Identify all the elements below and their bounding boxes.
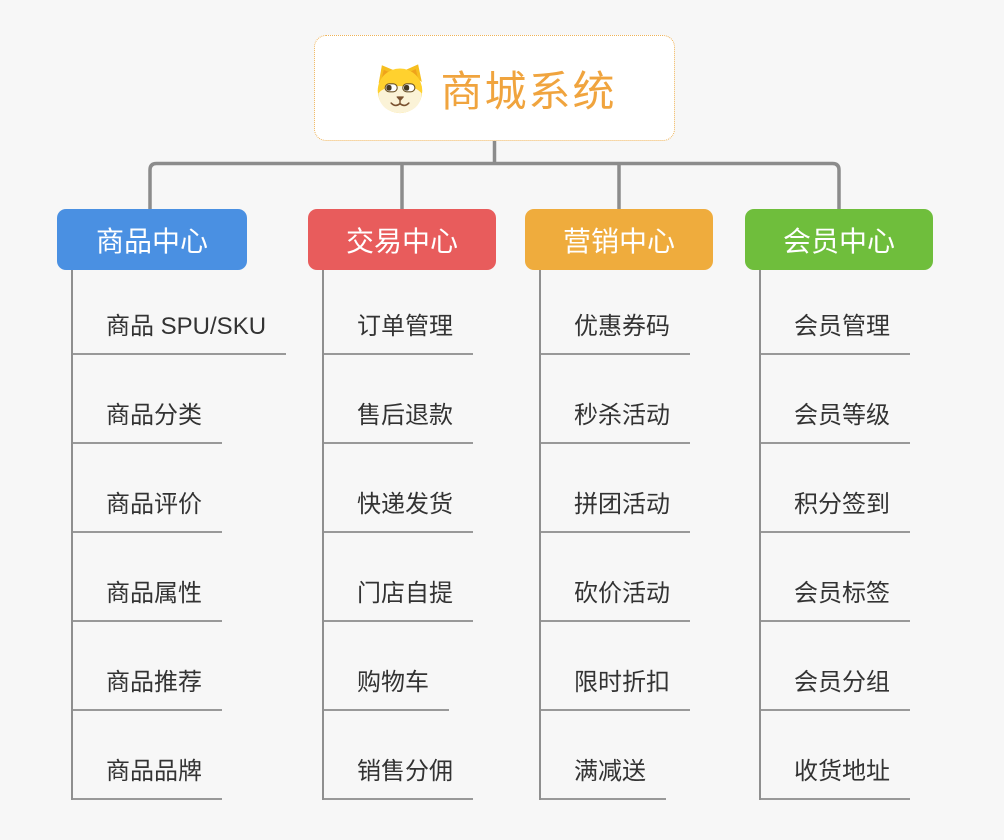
leaf-node[interactable]: 优惠券码 xyxy=(541,309,690,355)
leaf-node[interactable]: 商品 SPU/SKU xyxy=(73,309,287,355)
leaf-node[interactable]: 快递发货 xyxy=(324,487,473,533)
leaf-node[interactable]: 商品分类 xyxy=(73,398,222,444)
bus-line xyxy=(148,161,841,209)
dog-face-icon xyxy=(378,64,423,114)
leaf-node[interactable]: 商品属性 xyxy=(73,576,222,622)
leaf-node[interactable]: 秒杀活动 xyxy=(541,398,690,444)
leaf-node[interactable]: 商品评价 xyxy=(73,487,222,533)
leaf-node[interactable]: 订单管理 xyxy=(324,309,473,355)
leaf-node[interactable]: 商品推荐 xyxy=(73,665,222,711)
root-node[interactable]: 商城系统 xyxy=(314,35,675,141)
branch-product-children: 商品 SPU/SKU 商品分类 商品评价 商品属性 商品推荐 商品品牌 xyxy=(71,270,313,800)
branch-member-center[interactable]: 会员中心 xyxy=(745,209,933,270)
leaf-node[interactable]: 会员等级 xyxy=(761,398,910,444)
leaf-node[interactable]: 销售分佣 xyxy=(324,754,473,800)
branch-member-children: 会员管理 会员等级 积分签到 会员标签 会员分组 收货地址 xyxy=(759,270,1001,800)
leaf-node[interactable]: 售后退款 xyxy=(324,398,473,444)
leaf-node[interactable]: 门店自提 xyxy=(324,576,473,622)
leaf-node[interactable]: 积分签到 xyxy=(761,487,910,533)
leaf-node[interactable]: 购物车 xyxy=(324,665,449,711)
leaf-node[interactable]: 商品品牌 xyxy=(73,754,222,800)
branch-trade-center[interactable]: 交易中心 xyxy=(308,209,496,270)
branch-trade-children: 订单管理 售后退款 快递发货 门店自提 购物车 销售分佣 xyxy=(322,270,564,800)
leaf-node[interactable]: 砍价活动 xyxy=(541,576,690,622)
branch-product-center[interactable]: 商品中心 xyxy=(57,209,247,270)
leaf-node[interactable]: 收货地址 xyxy=(761,754,910,800)
leaf-node[interactable]: 拼团活动 xyxy=(541,487,690,533)
root-title: 商城系统 xyxy=(440,67,617,115)
leaf-node[interactable]: 限时折扣 xyxy=(541,665,690,711)
leaf-node[interactable]: 会员标签 xyxy=(761,576,910,622)
leaf-node[interactable]: 会员管理 xyxy=(761,309,910,355)
leaf-node[interactable]: 会员分组 xyxy=(761,665,910,711)
branch-marketing-center[interactable]: 营销中心 xyxy=(525,209,713,270)
branch-marketing-children: 优惠券码 秒杀活动 拼团活动 砍价活动 限时折扣 满减送 xyxy=(539,270,781,800)
leaf-node[interactable]: 满减送 xyxy=(541,754,666,800)
